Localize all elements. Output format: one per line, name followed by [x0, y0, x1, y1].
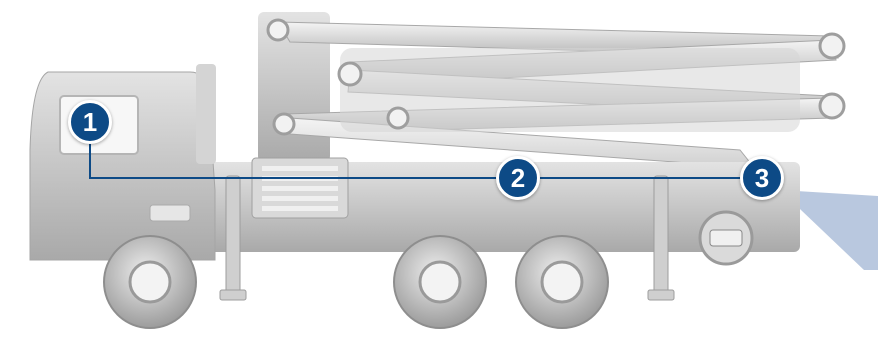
marker-3[interactable]: 3 [740, 156, 784, 200]
marker-2[interactable]: 2 [496, 156, 540, 200]
marker-1[interactable]: 1 [68, 100, 112, 144]
cab-door-panel [150, 205, 190, 221]
exhaust-stack [196, 64, 216, 164]
rear-hopper [700, 212, 752, 264]
engine-grille [252, 158, 348, 218]
